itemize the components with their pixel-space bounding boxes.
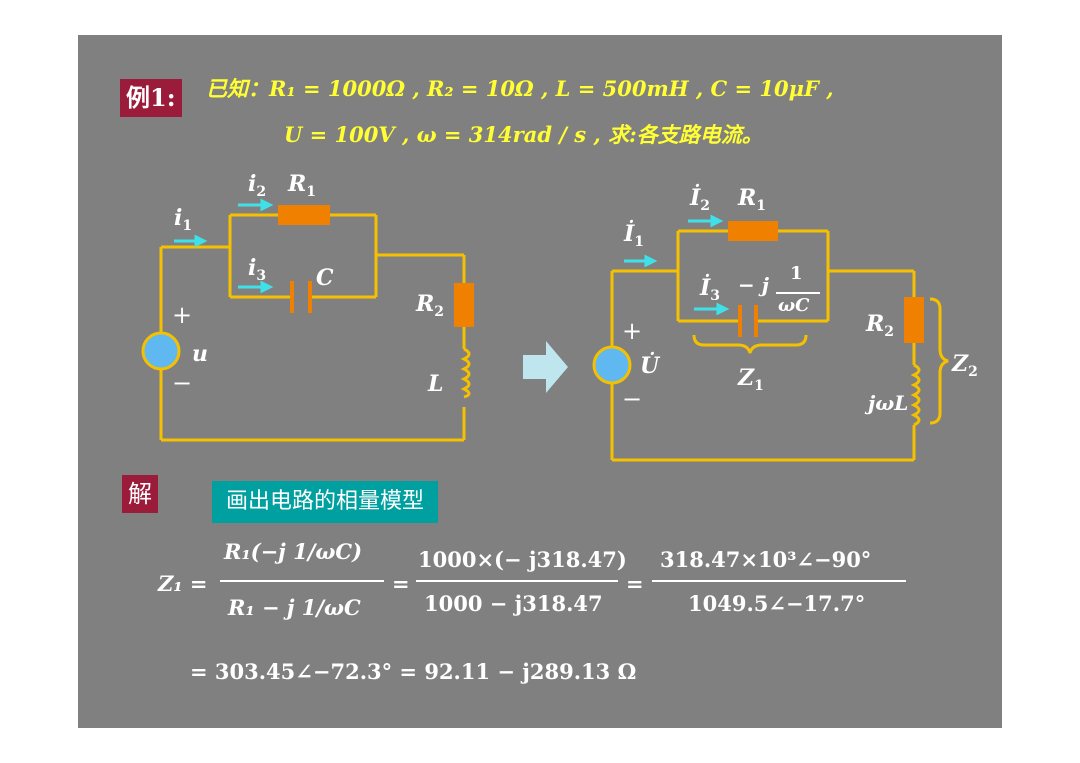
label-jwL: jωL [868, 391, 909, 415]
step-label: 画出电路的相量模型 [212, 481, 439, 523]
cap-expr-prefix: − j [738, 273, 769, 297]
label-I2: İ2 [690, 185, 711, 214]
label-I3: İ3 [700, 275, 721, 304]
eq-frac2-num: 1000×(− j318.47) [418, 547, 627, 572]
label-Z2: Z2 [952, 351, 978, 380]
label-R2-phasor: R2 [866, 311, 895, 340]
solution-badge: 解 [122, 475, 158, 513]
example-badge: 例1: [120, 79, 182, 117]
slide: 例1: 已知：R₁ = 1000Ω , R₂ = 10Ω , L = 500mH… [78, 35, 1002, 728]
r1-resistor [278, 205, 330, 225]
eq-equals-1: = [392, 571, 410, 596]
eq-equals-2: = [626, 571, 644, 596]
r2-resistor [454, 283, 474, 327]
eq-frac3-num: 318.47×10³∠−90° [660, 547, 872, 572]
eq-frac1-den: R₁ − j 1/ωC [228, 595, 361, 620]
voltage-source [141, 331, 181, 371]
z2-brace [929, 297, 949, 425]
label-R1-phasor: R1 [738, 185, 767, 214]
cap-expr-den: ωC [778, 295, 810, 316]
eq-frac2-bar [416, 580, 618, 582]
transform-arrow [523, 341, 568, 393]
cap-expr-num: 1 [790, 263, 803, 284]
label-r1: R1 [288, 171, 317, 200]
label-I1: İ1 [624, 221, 645, 250]
label-i2: i2 [248, 171, 267, 200]
label-U-phasor: U̇ [640, 353, 660, 379]
r2-phasor-resistor [904, 297, 924, 343]
label-Z1: Z1 [738, 365, 764, 394]
phasor-source-minus: − [622, 385, 643, 413]
phasor-source-plus: + [622, 317, 643, 345]
label-c: C [316, 265, 334, 291]
r1-phasor-resistor [728, 221, 778, 241]
given-line-2: U = 100V , ω = 314rad / s , 求:各支路电流。 [284, 122, 763, 147]
eq-lhs: Z₁ = [158, 571, 208, 596]
eq-frac3-den: 1049.5∠−17.7° [688, 591, 866, 616]
eq-frac1-num: R₁(−j 1/ωC) [224, 539, 363, 564]
label-r2: R2 [416, 291, 445, 320]
phasor-source [592, 345, 632, 385]
label-u: u [192, 341, 208, 367]
z1-brace [692, 334, 808, 354]
source-minus: − [172, 369, 193, 397]
eq-frac1-bar [220, 580, 384, 582]
eq-frac2-den: 1000 − j318.47 [424, 591, 603, 616]
label-i1: i1 [174, 205, 193, 234]
eq-frac3-bar [652, 580, 906, 582]
source-plus: + [172, 301, 193, 329]
label-l: L [428, 371, 444, 397]
given-line-1: 已知：R₁ = 1000Ω , R₂ = 10Ω , L = 500mH , C… [206, 76, 834, 101]
circuit-time-domain [141, 198, 949, 462]
label-i3: i3 [248, 255, 267, 284]
eq-result: = 303.45∠−72.3° = 92.11 − j289.13 Ω [190, 659, 637, 684]
